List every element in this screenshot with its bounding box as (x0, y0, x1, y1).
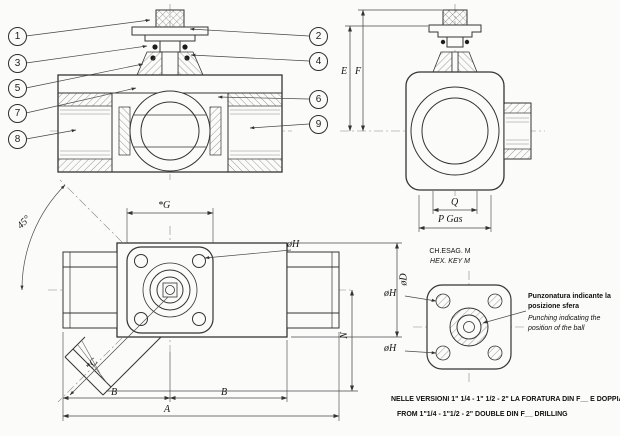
callout-number-4: 4 (315, 56, 322, 67)
callout-number-5: 5 (14, 83, 21, 94)
callout-balloon-2: 2 (309, 27, 328, 46)
top-view-dimensions (62, 208, 402, 421)
dim-label-n: N (338, 332, 350, 339)
dim-label-a: A (164, 404, 171, 415)
callout-number-2: 2 (315, 31, 322, 42)
side-section-view (340, 4, 545, 196)
footnote-english: FROM 1"1/4 - 1"1/2 - 2" DOUBLE DIN F__ D… (397, 411, 568, 418)
top-view (20, 179, 352, 403)
hex-key-label-it: CH.ESAG. M (429, 248, 471, 255)
side-view-dimensions (345, 9, 492, 232)
dim-label-e: E (341, 66, 348, 77)
callout-number-8: 8 (14, 134, 21, 145)
callout-number-6: 6 (315, 94, 322, 105)
flange-detail-view (404, 271, 527, 383)
front-section-view (50, 4, 292, 180)
callout-number-7: 7 (14, 108, 21, 119)
callout-balloon-6: 6 (309, 90, 328, 109)
dim-label-od: øD (398, 273, 410, 286)
dim-label-q: Q (451, 197, 459, 208)
dim-label-oh-flange-bottom: øH (384, 343, 397, 354)
callout-balloon-7: 7 (8, 104, 27, 123)
footnote-italian: NELLE VERSIONI 1" 1/4 - 1" 1/2 - 2" LA F… (391, 396, 620, 403)
callout-balloon-1: 1 (8, 27, 27, 46)
callout-leader-lines (25, 19, 310, 140)
dim-label-p-gas: P Gas (438, 214, 463, 225)
flange-note-italian: Punzonatura indicante la posizione sfera (528, 293, 611, 310)
callout-number-9: 9 (315, 119, 322, 130)
callout-balloon-4: 4 (309, 52, 328, 71)
callout-number-3: 3 (14, 58, 21, 69)
callout-balloon-9: 9 (309, 115, 328, 134)
dim-label-g: *G (158, 200, 171, 211)
callout-balloon-3: 3 (8, 54, 27, 73)
flange-note-english: Punching indicating the position of the … (528, 315, 601, 332)
dim-label-f: F (355, 66, 362, 77)
dim-label-oh-topview: øH (287, 239, 300, 250)
callout-number-1: 1 (14, 31, 21, 42)
callout-balloon-5: 5 (8, 79, 27, 98)
hex-key-label-en: HEX. KEY M (430, 258, 470, 265)
dim-label-b-left: B (111, 387, 118, 398)
callout-balloon-8: 8 (8, 130, 27, 149)
dim-label-oh-flange-top: øH (384, 288, 397, 299)
dim-label-b-right: B (221, 387, 228, 398)
